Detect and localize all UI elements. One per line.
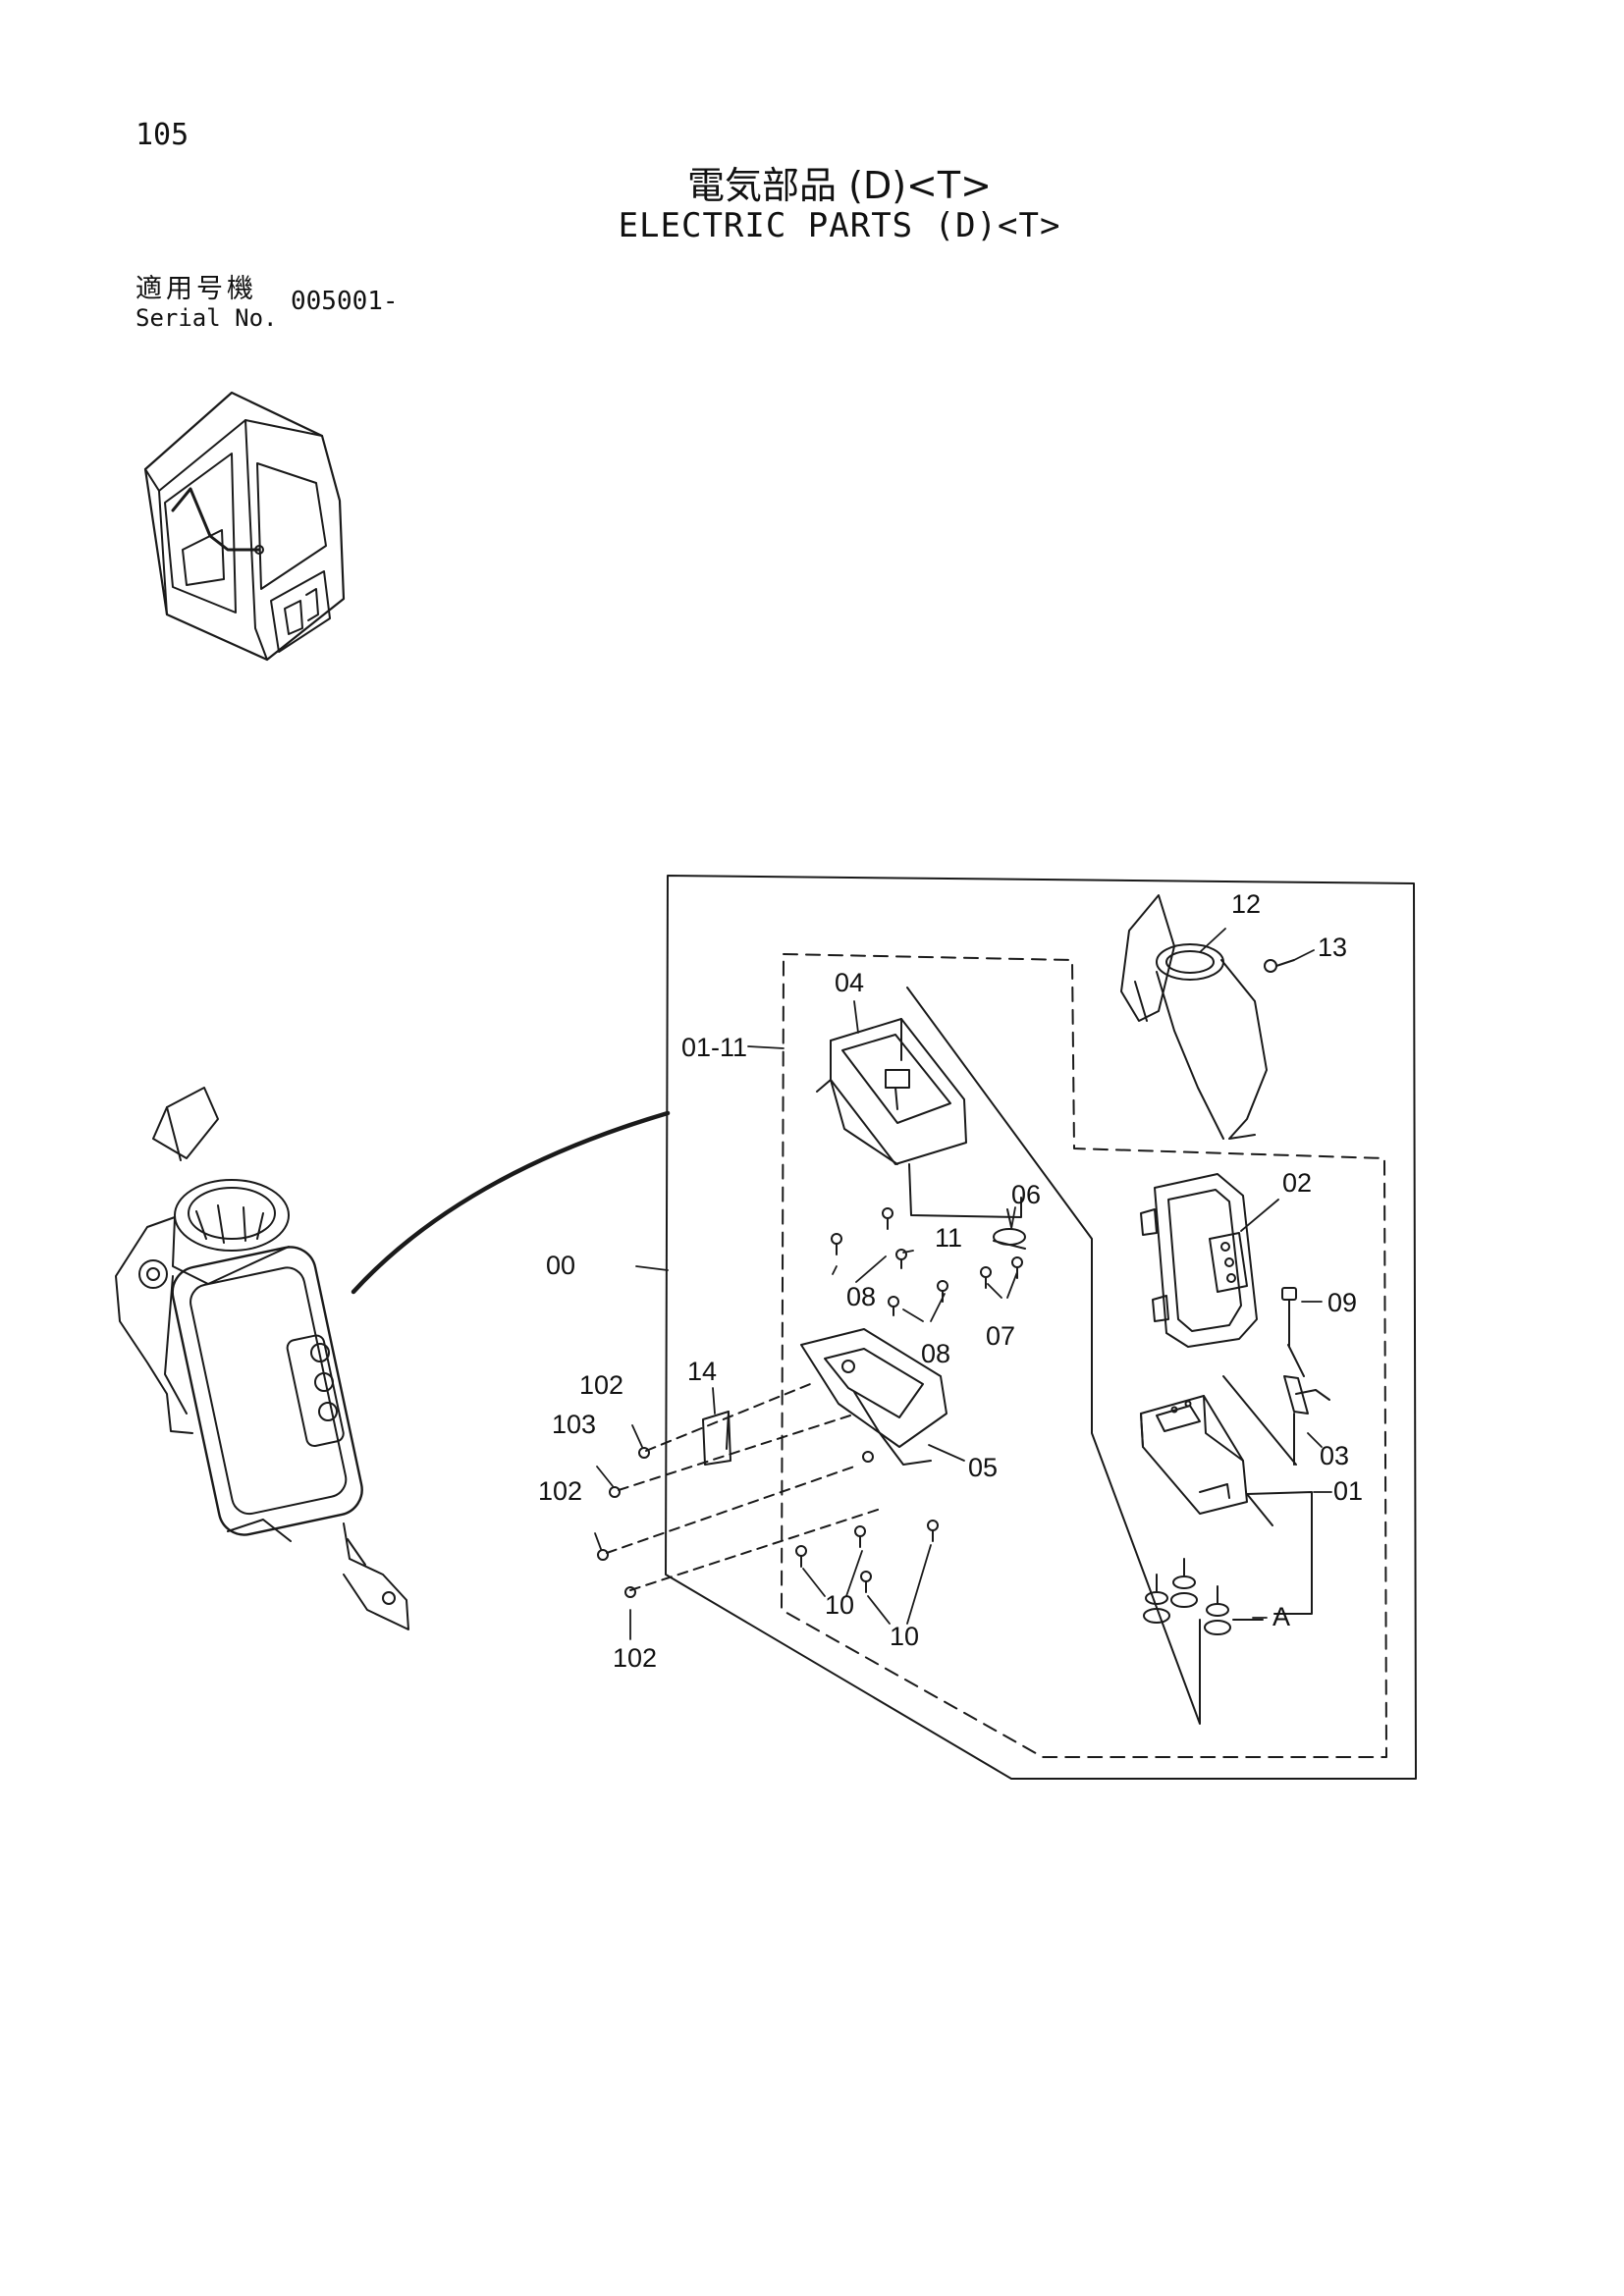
callout-05: 05 <box>968 1453 998 1482</box>
callout-01-11: 01-11 <box>681 1033 747 1062</box>
part-05-bracket <box>800 1328 947 1466</box>
small-screws <box>795 1207 1023 1593</box>
page-number: 105 <box>135 118 189 152</box>
cab-location-thumbnail <box>143 391 346 662</box>
callout-07: 07 <box>986 1321 1015 1351</box>
callout-102-b: 102 <box>538 1476 582 1506</box>
callout-103: 103 <box>552 1410 596 1439</box>
callout-10-b: 10 <box>890 1622 919 1651</box>
wire-harness <box>351 1110 671 1295</box>
part-06-clip <box>993 1208 1026 1250</box>
assembled-monitor-unit <box>115 1087 409 1630</box>
callout-11: 11 <box>935 1223 962 1253</box>
callout-02: 02 <box>1282 1168 1312 1198</box>
page-title-japanese: 電気部品 (D)<T> <box>687 164 992 207</box>
leader-lines <box>594 928 1332 1640</box>
bolts-102-103 <box>597 1447 650 1598</box>
callout-09: 09 <box>1327 1288 1357 1317</box>
part-14-plate <box>702 1411 731 1466</box>
callout-13: 13 <box>1318 933 1347 962</box>
serial-label-japanese: 適用号機 <box>135 274 257 304</box>
callout-08-b: 08 <box>921 1339 950 1368</box>
callout-14: 14 <box>687 1357 717 1386</box>
part-12-cover <box>1120 894 1268 1140</box>
callout-03: 03 <box>1320 1441 1349 1470</box>
callout-01: 01 <box>1333 1476 1363 1506</box>
part-a-feet <box>1143 1558 1264 1635</box>
callout-102-c: 102 <box>613 1643 657 1673</box>
callout-a: A <box>1272 1602 1290 1631</box>
page-title-english: ELECTRIC PARTS (D)<T> <box>618 206 1061 245</box>
callout-06: 06 <box>1011 1180 1041 1209</box>
callout-08-a: 08 <box>846 1282 876 1311</box>
sub-assembly-boundary <box>781 953 1387 1758</box>
serial-label-english: Serial No. <box>135 304 278 332</box>
part-13-screw <box>1264 959 1295 973</box>
part-09-screw <box>1281 1287 1297 1348</box>
callout-10-a: 10 <box>825 1590 854 1620</box>
callout-04: 04 <box>835 968 864 997</box>
part-03-bracket <box>1222 1344 1330 1466</box>
part-01-controller <box>1140 1395 1313 1615</box>
part-callouts: 12 13 04 01-11 06 02 11 08 08 07 09 00 1… <box>538 889 1363 1673</box>
mounting-lines <box>606 1381 885 1591</box>
part-04-box <box>816 1018 1022 1218</box>
callout-102-a: 102 <box>579 1370 623 1400</box>
part-02-monitor <box>1140 1173 1258 1348</box>
assembly-frame <box>665 875 1417 1780</box>
serial-number-value: 005001- <box>291 287 399 316</box>
callout-00: 00 <box>546 1251 575 1280</box>
callout-12: 12 <box>1231 889 1261 919</box>
